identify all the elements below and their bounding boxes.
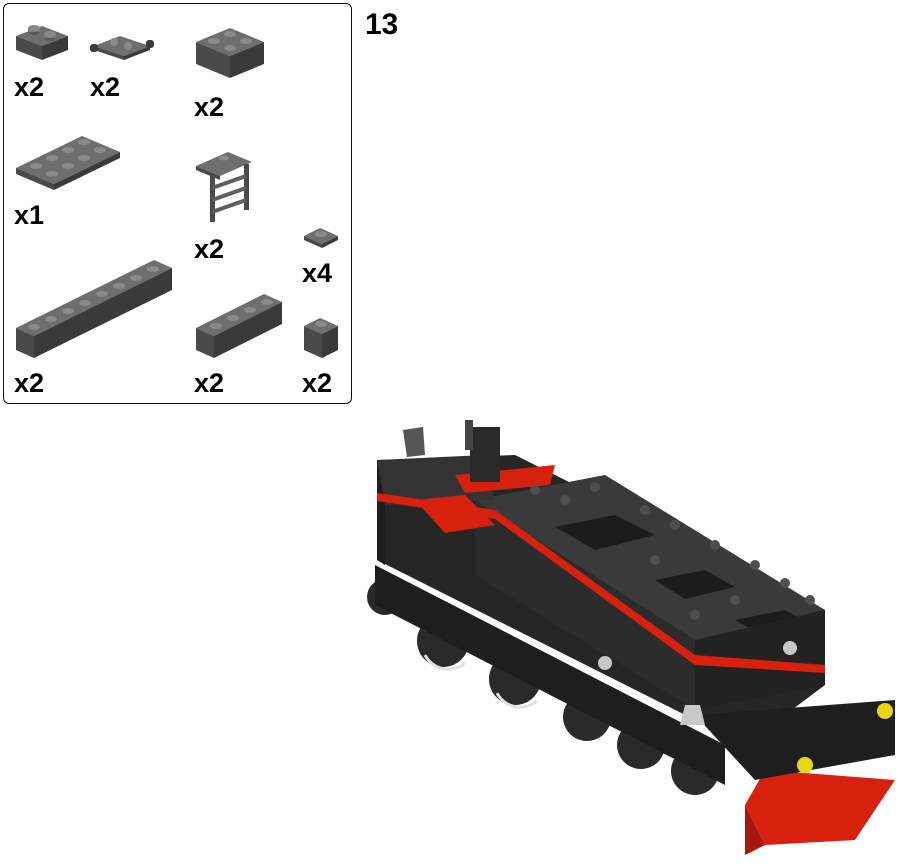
part-brick-2x2 [196,28,264,78]
part-ladder [196,152,252,222]
part-qty-brick-2x2: x2 [194,92,225,122]
part-qty-plate-2x4: x1 [14,200,45,230]
step-number: 13 [365,8,399,41]
part-brick-1x4 [196,294,282,358]
locomotive-model-illustration [367,420,895,855]
part-brick-1x1 [304,318,338,358]
part-qty-brick-1x1: x2 [302,368,333,398]
part-qty-brick-1x4: x2 [194,368,225,398]
part-brick-1x2 [16,25,68,60]
part-plate-2x4 [16,136,120,190]
part-qty-plate-1x1: x4 [302,258,333,288]
part-plate-1x1 [304,228,338,248]
part-plate-1x2-clips [90,36,154,60]
part-qty-ladder: x2 [194,234,225,264]
part-qty-plate-1x2-clips: x2 [90,72,121,102]
part-brick-1x8 [16,260,172,358]
part-qty-brick-1x2: x2 [14,72,45,102]
part-qty-brick-1x8: x2 [14,368,45,398]
